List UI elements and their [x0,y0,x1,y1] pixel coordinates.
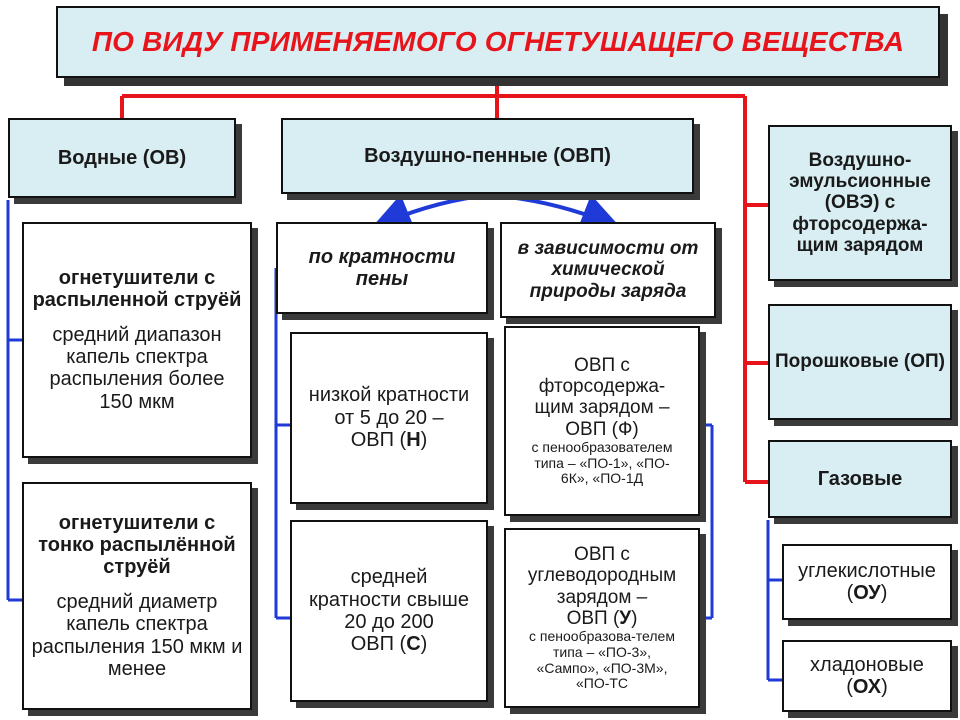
charge-fluorine-line-1: ОВП с [574,354,630,376]
blue-arrows [371,193,621,232]
emulsion-line-2: эмульсионные [789,171,931,193]
gas-halon-line: хладоновые [810,653,924,676]
category-foam: Воздушно-пенные (ОВП) [281,118,694,194]
criterion-charge-line-2: химической [551,259,665,281]
water-item-1-body-1: средний диапазон [52,323,222,346]
water-item-2-heading-1: огнетушители с [58,511,216,534]
category-water-label: Водные (ОВ) [57,146,187,169]
gas-halon-code: ОХ [852,676,882,698]
water-item-1-body-2: капель спектра [66,346,208,368]
gas-item-halon: хладоновые (ОХ) [782,640,952,712]
foam-ratio-medium: средней кратности свыше 20 до 200 ОВП (С… [290,520,488,702]
water-item-2-heading-2: тонко распылённой [38,534,236,557]
category-water: Водные (ОВ) [8,118,236,198]
ratio-medium-line-3: 20 до 200 [344,611,434,633]
charge-fluorine-small-3: 6К», «ПО-1Д [560,470,644,487]
category-gas-label: Газовые [817,467,903,490]
charge-fluorine-line-3: щим зарядом – [534,397,670,419]
blue-brackets [6,200,782,682]
charge-hydro-line-2: углеводородным [527,565,677,587]
ratio-low-code: Н [406,429,421,452]
foam-ratio-low: низкой кратности от 5 до 20 – ОВП (Н) [290,332,488,504]
ratio-medium-line-1: средней [350,566,428,589]
category-powder-label: Порошковые (ОП) [774,351,946,373]
criterion-charge-line-3: природы заряда [529,280,687,302]
charge-fluorine-small-2: типа – «ПО-1», «ПО- [534,454,670,471]
charge-hydro-line-1: ОВП с [574,544,630,566]
water-item-1-heading-2: распыленной струёй [32,289,242,312]
foam-charge-fluorine: ОВП с фторсодержа- щим зарядом – ОВП (Ф)… [504,326,700,516]
water-item-1-body-4: 150 мкм [99,390,175,413]
category-emulsion: Воздушно- эмульсионные (ОВЭ) с фторсодер… [768,125,952,281]
ratio-medium-code-line: ОВП (С) [350,633,428,656]
emulsion-line-5: щим зарядом [796,234,924,256]
water-item-2-heading-3: струёй [103,556,171,579]
charge-hydro-code: У [619,607,632,629]
category-foam-label: Воздушно-пенные (ОВП) [364,144,611,167]
charge-hydro-code-line: ОВП (У) [566,607,638,629]
red-connectors [120,78,768,484]
charge-hydro-small-3: «Сампо», «ПО-3М», [536,659,668,676]
water-item-1: огнетушители с распыленной струёй средни… [22,222,252,458]
foam-criterion-ratio: по кратности пены [276,222,488,314]
water-item-2-body-1: средний диаметр [56,590,218,613]
foam-charge-hydrocarbon: ОВП с углеводородным зарядом – ОВП (У) с… [504,528,700,708]
ratio-medium-code: С [406,633,421,656]
criterion-charge-line-1: в зависимости от [517,238,699,260]
emulsion-line-3: (ОВЭ) с [824,192,896,214]
foam-criterion-charge: в зависимости от химической природы заря… [500,222,716,318]
ratio-low-code-line: ОВП (Н) [350,429,428,452]
water-item-2-body-2: капель спектра [66,613,208,636]
emulsion-line-1: Воздушно- [808,149,912,171]
gas-co2-code-line: (ОУ) [846,582,888,604]
charge-hydro-line-3: зарядом – [556,586,648,608]
page-title: ПО ВИДУ ПРИМЕНЯЕМОГО ОГНЕТУШАЩЕГО ВЕЩЕСТ… [91,26,905,58]
ratio-low-line-1: низкой кратности [308,384,470,407]
gas-co2-line: углекислотные [798,559,936,582]
gas-halon-code-line: (ОХ) [846,676,888,698]
category-gas: Газовые [768,440,952,518]
water-item-2: огнетушители с тонко распылённой струёй … [22,482,252,710]
water-item-2-body-4: менее [107,657,167,680]
criterion-ratio-line-1: по кратности [308,245,456,268]
gas-co2-code: ОУ [853,582,881,604]
title-box: ПО ВИДУ ПРИМЕНЯЕМОГО ОГНЕТУШАЩЕГО ВЕЩЕСТ… [56,6,940,78]
criterion-ratio-line-2: пены [355,268,409,290]
water-item-1-body-3: распыления более [49,368,225,391]
emulsion-line-4: фторсодержа- [792,213,928,235]
charge-fluorine-line-4: ОВП (Ф) [565,418,639,440]
charge-fluorine-small-1: с пенообразователем [531,439,673,456]
water-item-2-body-3: распыления 150 мкм и [31,635,243,658]
gas-item-co2: углекислотные (ОУ) [782,544,952,620]
ratio-medium-line-2: кратности свыше [309,588,469,611]
charge-hydro-small-4: «ПО-ТС [575,675,629,692]
category-powder: Порошковые (ОП) [768,304,952,420]
charge-fluorine-line-2: фторсодержа- [538,376,666,398]
charge-hydro-small-1: с пенообразова-телем [529,628,675,645]
charge-hydro-small-2: типа – «ПО-3», [552,643,652,660]
ratio-low-line-2: от 5 до 20 – [334,406,444,429]
water-item-1-heading-1: огнетушители с [58,266,216,289]
